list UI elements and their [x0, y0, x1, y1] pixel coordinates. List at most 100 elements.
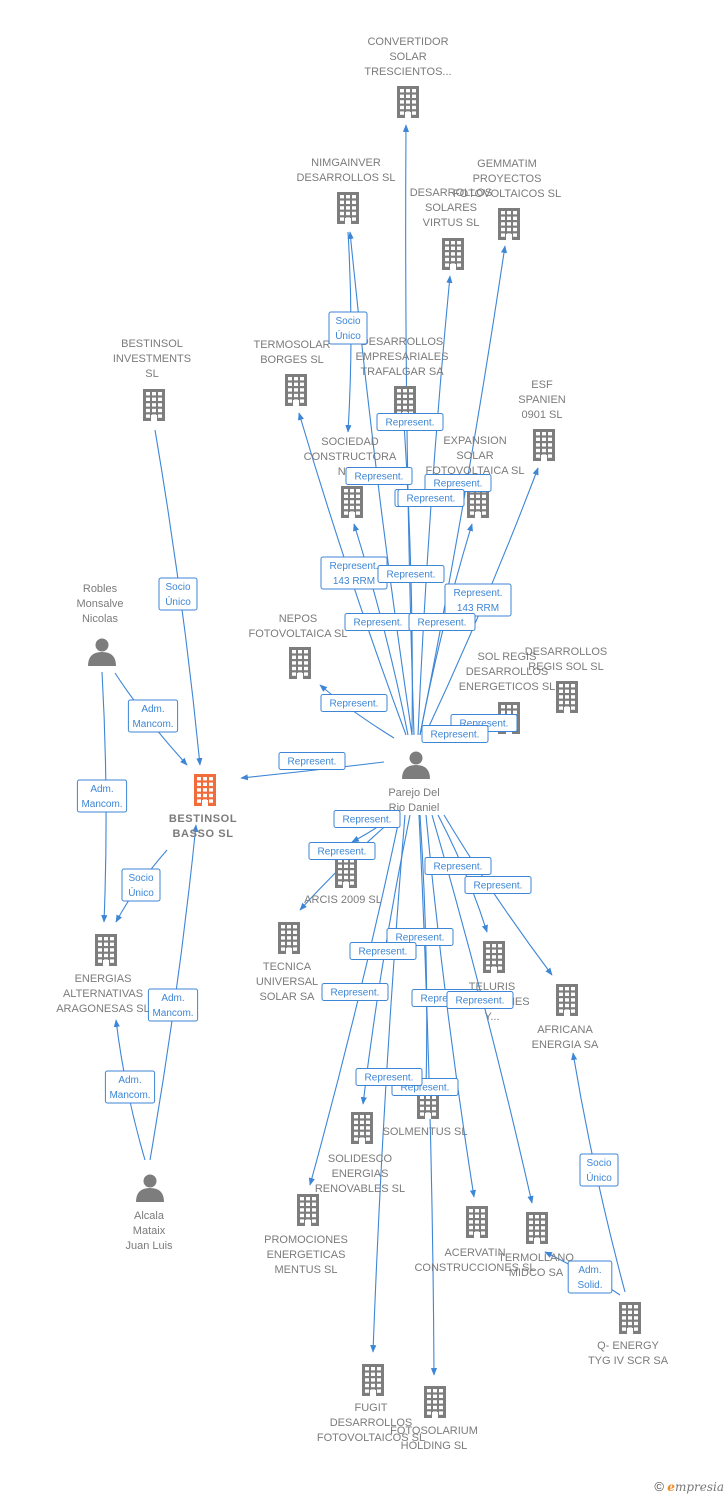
edge-label-text: Represent. [359, 947, 408, 958]
node-label-line: FOTOVOLTAICOS SL [317, 1432, 425, 1444]
edge-label-text: Adm. [90, 784, 113, 795]
building-icon [483, 941, 505, 973]
building-icon [278, 922, 300, 954]
company-node-termosolar[interactable]: TERMOSOLAR BORGES SL [253, 339, 331, 406]
node-label-line: SOLMENTUS SL [383, 1126, 468, 1138]
node-label-line: ARAGONESAS SL [56, 1003, 150, 1015]
edge-label-text: Único [128, 886, 154, 899]
company-node-sociedad[interactable]: SOCIEDADCONSTRUCTORANE... [304, 436, 397, 518]
edge-label-text: Único [335, 329, 361, 342]
node-label-line: ARCIS 2009 SL [304, 894, 382, 906]
person-icon [402, 751, 430, 779]
edge-label: Adm.Solid. [567, 1260, 613, 1294]
node-label-line: DESARROLLOS [525, 646, 608, 658]
edge-label-text: Represent. [456, 996, 505, 1007]
edge-label: Represent.143 RRM [320, 556, 388, 590]
node-label-line: ENERGIA SA [532, 1039, 599, 1051]
building-icon [466, 1206, 488, 1238]
node-label-line: HOLDING SL [401, 1440, 468, 1452]
edge-label: Adm.Mancom. [127, 699, 179, 733]
node-label-line: TRESCIENTOS... [364, 66, 451, 78]
edge-label-text: 143 RRM [333, 576, 375, 587]
edge-label-text: Represent. [330, 699, 379, 710]
node-label-line: BORGES SL [260, 354, 324, 366]
node-label-line: MENTUS SL [275, 1264, 338, 1276]
node-label-line: DESARROLLOS [361, 336, 444, 348]
edge-label: Represent. [321, 983, 389, 1001]
building-icon [351, 1112, 373, 1144]
company-node-convertidor[interactable]: CONVERTIDORSOLARTRESCIENTOS... [364, 36, 452, 118]
node-label-line: INVESTMENTS [113, 353, 191, 365]
node-label-line: ENERGETICOS SL [459, 681, 556, 693]
node-label-line: ACERVATIN [444, 1247, 505, 1259]
company-node-fotosolarium[interactable]: FOTOSOLARIUM HOLDING SL [390, 1386, 478, 1452]
company-node-arcis[interactable]: ARCIS 2009 SL [304, 856, 382, 906]
edge-label: Represent. [376, 413, 444, 431]
node-label-line: SOCIEDAD [321, 436, 379, 448]
building-icon [619, 1302, 641, 1334]
node-label-line: FOTOVOLTAICA SL [248, 628, 347, 640]
node-label-line: ALTERNATIVAS [63, 988, 143, 1000]
node-label-line: Y... [484, 1011, 499, 1023]
node-label-line: FOTOVOLTAICOS SL [453, 188, 561, 200]
edge-label-text: Represent. [396, 933, 445, 944]
company-node-gemmatim[interactable]: GEMMATIM PROYECTOS FOTOVOLTAICOS SL [453, 158, 561, 240]
edge-label: Represent. [421, 725, 489, 743]
edge-label-text: Represent. [434, 862, 483, 873]
edge-label-text: Represent. [474, 881, 523, 892]
edge-label: Represent. [345, 467, 413, 485]
edge-label-text: Socio [128, 873, 153, 884]
node-label-line: TERMOSOLAR [253, 339, 330, 351]
node-label-line: PROYECTOS [473, 173, 542, 185]
building-icon [498, 208, 520, 240]
edge-label-text: Represent. [460, 719, 509, 730]
edge-label-text: Mancom. [152, 1008, 193, 1019]
edge-label-text: Socio [335, 316, 360, 327]
building-icon [335, 856, 357, 888]
node-label-line: BESTINSOL [169, 813, 237, 825]
node-label-line: UNIVERSAL [256, 976, 318, 988]
edge-label: Represent. [278, 752, 346, 770]
edge-label-text: Represent. [331, 988, 380, 999]
node-label-line: TYG IV SCR SA [588, 1355, 669, 1367]
brand-e: e [667, 1480, 675, 1494]
company-node-teluris[interactable]: TELURISINVERSIONESY... [454, 941, 530, 1023]
node-label-line: DESARROLLOS [330, 1417, 413, 1429]
node-label-line: CONSTRUCTORA [304, 451, 397, 463]
building-icon [424, 1386, 446, 1418]
node-label-line: Parejo Del [388, 787, 439, 799]
node-label-line: GEMMATIM [477, 158, 537, 170]
node-label-line: SOL REGIS [478, 651, 537, 663]
building-icon [467, 486, 489, 518]
node-label-line: SPANIEN [518, 394, 566, 406]
node-label-line: VIRTUS SL [423, 217, 480, 229]
copyright-symbol: © [654, 1479, 664, 1494]
edge-label: Represent. [320, 694, 388, 712]
edge-label-text: 143 RRM [457, 603, 499, 614]
edge-label: Represent. [464, 876, 532, 894]
node-label-line: FOTOSOLARIUM [390, 1425, 478, 1437]
